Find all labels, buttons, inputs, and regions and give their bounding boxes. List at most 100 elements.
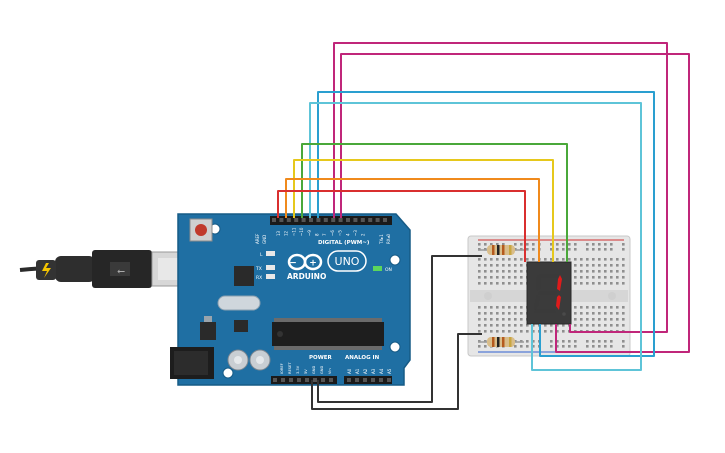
breadboard-hole[interactable] <box>574 340 577 343</box>
breadboard-hole[interactable] <box>532 345 535 348</box>
breadboard-hole[interactable] <box>622 318 625 321</box>
breadboard-hole[interactable] <box>520 345 523 348</box>
breadboard-hole[interactable] <box>496 318 499 321</box>
wire-blue[interactable] <box>317 91 655 357</box>
resistor-top[interactable] <box>478 245 524 255</box>
breadboard-hole[interactable] <box>568 345 571 348</box>
breadboard-hole[interactable] <box>502 282 505 285</box>
breadboard-hole[interactable] <box>604 345 607 348</box>
breadboard-hole[interactable] <box>604 318 607 321</box>
breadboard-hole[interactable] <box>478 330 481 333</box>
wire-cyan[interactable] <box>309 102 642 371</box>
breadboard-hole[interactable] <box>562 330 565 333</box>
breadboard-hole[interactable] <box>598 312 601 315</box>
breadboard-hole[interactable] <box>526 243 529 246</box>
breadboard-hole[interactable] <box>490 243 493 246</box>
breadboard-hole[interactable] <box>508 330 511 333</box>
breadboard-hole[interactable] <box>580 264 583 267</box>
breadboard-hole[interactable] <box>592 312 595 315</box>
breadboard-hole[interactable] <box>502 330 505 333</box>
breadboard-hole[interactable] <box>586 264 589 267</box>
breadboard-hole[interactable] <box>574 264 577 267</box>
breadboard-hole[interactable] <box>616 276 619 279</box>
breadboard-hole[interactable] <box>574 270 577 273</box>
wire-magenta-outer[interactable] <box>333 42 668 333</box>
header-hole[interactable] <box>289 378 293 382</box>
breadboard-hole[interactable] <box>598 340 601 343</box>
breadboard-hole[interactable] <box>496 264 499 267</box>
breadboard-hole[interactable] <box>556 243 559 246</box>
breadboard-hole[interactable] <box>502 270 505 273</box>
breadboard-hole[interactable] <box>532 330 535 333</box>
breadboard-hole[interactable] <box>622 312 625 315</box>
breadboard-hole[interactable] <box>490 318 493 321</box>
breadboard-hole[interactable] <box>556 324 559 327</box>
header-hole[interactable] <box>272 218 276 222</box>
breadboard-hole[interactable] <box>592 282 595 285</box>
breadboard-hole[interactable] <box>562 248 565 251</box>
breadboard-hole[interactable] <box>532 243 535 246</box>
wire-magenta-inner[interactable] <box>340 53 690 353</box>
breadboard-hole[interactable] <box>586 318 589 321</box>
breadboard-hole[interactable] <box>574 318 577 321</box>
breadboard-hole[interactable] <box>604 312 607 315</box>
breadboard-hole[interactable] <box>586 340 589 343</box>
header-hole[interactable] <box>273 378 277 382</box>
breadboard-hole[interactable] <box>556 345 559 348</box>
header-hole[interactable] <box>281 378 285 382</box>
breadboard-hole[interactable] <box>574 276 577 279</box>
breadboard-hole[interactable] <box>598 243 601 246</box>
breadboard-hole[interactable] <box>574 345 577 348</box>
breadboard-hole[interactable] <box>484 276 487 279</box>
breadboard-hole[interactable] <box>484 264 487 267</box>
breadboard-hole[interactable] <box>604 276 607 279</box>
breadboard-hole[interactable] <box>478 243 481 246</box>
breadboard-hole[interactable] <box>502 306 505 309</box>
breadboard-hole[interactable] <box>622 340 625 343</box>
breadboard-hole[interactable] <box>586 282 589 285</box>
wire-yellow[interactable] <box>293 159 554 262</box>
breadboard-hole[interactable] <box>610 318 613 321</box>
breadboard-hole[interactable] <box>562 324 565 327</box>
usb-cable[interactable]: ⭠ <box>19 250 183 288</box>
breadboard-hole[interactable] <box>604 270 607 273</box>
breadboard-hole[interactable] <box>532 340 535 343</box>
breadboard-hole[interactable] <box>550 340 553 343</box>
breadboard-hole[interactable] <box>526 258 529 261</box>
breadboard-hole[interactable] <box>508 258 511 261</box>
breadboard-hole[interactable] <box>604 258 607 261</box>
wire-green[interactable] <box>301 143 568 262</box>
breadboard-hole[interactable] <box>574 312 577 315</box>
breadboard-hole[interactable] <box>508 312 511 315</box>
breadboard-hole[interactable] <box>502 264 505 267</box>
breadboard-hole[interactable] <box>550 243 553 246</box>
breadboard-hole[interactable] <box>514 282 517 285</box>
breadboard-hole[interactable] <box>616 312 619 315</box>
breadboard-hole[interactable] <box>514 312 517 315</box>
breadboard-hole[interactable] <box>490 330 493 333</box>
breadboard-hole[interactable] <box>484 312 487 315</box>
breadboard-hole[interactable] <box>520 270 523 273</box>
breadboard-hole[interactable] <box>478 282 481 285</box>
breadboard-hole[interactable] <box>610 306 613 309</box>
breadboard-hole[interactable] <box>526 345 529 348</box>
breadboard-hole[interactable] <box>622 248 625 251</box>
resistor-bottom[interactable] <box>478 337 524 347</box>
breadboard-hole[interactable] <box>604 282 607 285</box>
breadboard-hole[interactable] <box>604 340 607 343</box>
header-hole[interactable] <box>329 378 333 382</box>
breadboard-hole[interactable] <box>604 243 607 246</box>
breadboard-hole[interactable] <box>502 243 505 246</box>
breadboard-hole[interactable] <box>556 258 559 261</box>
breadboard-hole[interactable] <box>514 324 517 327</box>
breadboard-hole[interactable] <box>622 282 625 285</box>
breadboard-hole[interactable] <box>484 345 487 348</box>
wire-red[interactable] <box>277 190 526 262</box>
breadboard-hole[interactable] <box>502 312 505 315</box>
breadboard-hole[interactable] <box>508 270 511 273</box>
breadboard-hole[interactable] <box>574 324 577 327</box>
breadboard-hole[interactable] <box>484 270 487 273</box>
breadboard-hole[interactable] <box>574 258 577 261</box>
header-hole[interactable] <box>368 218 373 222</box>
header-hole[interactable] <box>321 378 325 382</box>
